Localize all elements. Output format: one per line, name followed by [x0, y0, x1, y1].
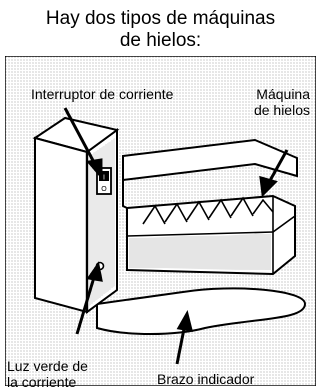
- switch-mark-off: O: [101, 186, 107, 193]
- label-ice-maker-line-1: Máquina: [256, 86, 310, 102]
- label-green-light-line-2: la corriente: [7, 374, 77, 390]
- label-green-light-line-1: Luz verde de: [7, 358, 88, 374]
- control-housing-front: [34, 136, 88, 314]
- ice-maker-illustration: I O Interruptor de corriente Máquina de …: [5, 56, 316, 390]
- ice-maker-drawing: I O: [5, 56, 316, 386]
- title-line-2: de hielos:: [119, 30, 202, 51]
- title-line-1: Hay dos tipos de máquinas: [45, 8, 276, 29]
- label-green-light: Luz verde de la corriente: [7, 358, 88, 390]
- label-ice-maker-line-2: de hielos: [253, 102, 310, 118]
- tray-shading: [129, 234, 271, 270]
- label-power-switch: Interruptor de corriente: [31, 86, 174, 102]
- arrows: [63, 107, 289, 365]
- tray-ridges: [126, 196, 296, 274]
- page-title: Hay dos tipos de máquinas de hielos:: [0, 8, 321, 52]
- switch-mark-on: I: [103, 175, 105, 182]
- label-ice-maker: Máquina de hielos: [254, 86, 310, 118]
- label-feeler-arm: Brazo indicador: [157, 371, 255, 387]
- feeler-arm: [96, 287, 307, 335]
